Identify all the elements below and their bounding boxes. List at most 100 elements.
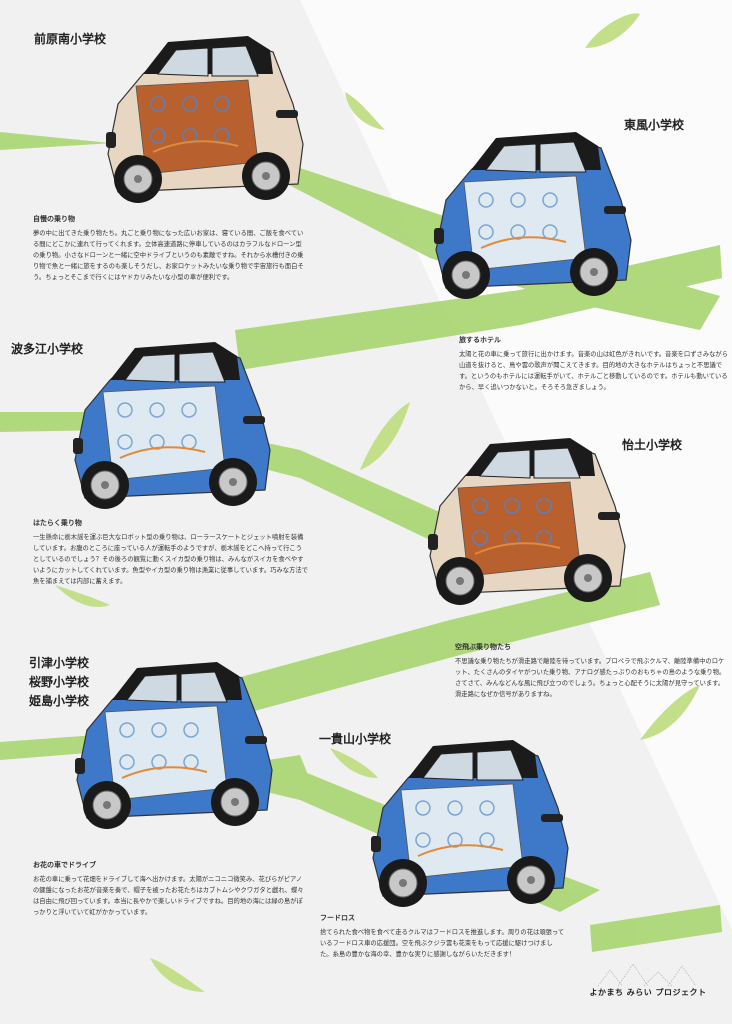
doodle	[119, 722, 135, 738]
wheel-hub	[527, 876, 535, 884]
car-window	[479, 449, 531, 479]
wheel-hub	[590, 268, 598, 276]
caption-title: お花の車でドライブ	[33, 861, 96, 869]
headlight	[243, 416, 265, 424]
logo-text: よかまち みらい プロジェクト	[589, 988, 707, 997]
caption-title: 旅するホテル	[459, 336, 501, 344]
headlight	[598, 512, 620, 520]
doodle	[417, 844, 504, 857]
doodle	[117, 434, 133, 450]
doodle	[504, 530, 520, 546]
doodle	[117, 402, 133, 418]
doodle	[479, 800, 495, 816]
door-artwork	[102, 385, 226, 481]
project-logo: よかまち みらい プロジェクト	[578, 958, 718, 1010]
car-illustration	[434, 132, 632, 299]
doodle	[542, 192, 558, 208]
doodle	[119, 446, 206, 459]
car-illustration	[371, 740, 569, 907]
wheel-hub	[229, 478, 237, 486]
doodle	[121, 766, 208, 779]
doodle	[150, 96, 166, 112]
doodle	[182, 96, 198, 112]
caption: 旅するホテル 太陽と花の車に乗って旅行に出かけます。音楽の山は虹色がきれいです。…	[459, 335, 729, 393]
school-name: 引津小学校 桜野小学校 姫島小学校	[29, 656, 90, 708]
doodle	[472, 498, 488, 514]
wheel-hub	[231, 798, 239, 806]
school-name: 怡土小学校	[622, 438, 683, 452]
wheel-hub	[456, 577, 464, 585]
doodle	[151, 754, 167, 770]
doodle	[152, 140, 239, 153]
leaf-icon	[640, 685, 700, 740]
leaf-icon	[150, 958, 205, 992]
car-illustration	[75, 662, 273, 829]
headlight	[604, 206, 626, 214]
doodle	[504, 498, 520, 514]
car-window	[211, 45, 259, 77]
caption: 空飛ぶ乗り物たち 不思議な乗り物たちが滑走路で離陸を待っています。プロペラで飛ぶ…	[455, 642, 727, 700]
caption: お花の車でドライブ お花の車に乗って花畑をドライブして海へ出かけます。太陽がニコ…	[33, 860, 308, 918]
wheel-hub	[399, 879, 407, 887]
wheel-hub	[101, 481, 109, 489]
leaves	[55, 13, 700, 992]
doodle	[149, 434, 165, 450]
car-window	[539, 141, 587, 173]
doodle	[447, 800, 463, 816]
taillight	[75, 758, 85, 774]
caption-text: お花の車に乗って花畑をドライブして海へ出かけます。太陽がニコニコ微笑み、花びらが…	[33, 876, 304, 916]
doodle	[536, 498, 552, 514]
taillight	[434, 228, 444, 244]
school-name: 東風小学校	[624, 118, 685, 132]
door-artwork	[457, 481, 581, 577]
caption-title: はたらく乗り物	[33, 519, 82, 527]
caption: フードロス 捨てられた食べ物を食べて走るクルマはフードロスを推進します。周りの花…	[320, 913, 565, 960]
doodle	[510, 224, 526, 240]
doodle	[510, 192, 526, 208]
school-name: 波多江小学校	[11, 342, 84, 356]
car-window	[178, 351, 226, 383]
door-artwork	[135, 79, 259, 175]
school-name: 前原南小学校	[34, 32, 107, 46]
doodle	[474, 542, 561, 555]
doodle	[149, 402, 165, 418]
car-illustration	[428, 438, 626, 605]
wheel-hub	[584, 574, 592, 582]
headlight	[245, 736, 267, 744]
doodle	[478, 192, 494, 208]
leaf-icon	[360, 402, 410, 470]
caption-text: 太陽と花の車に乗って旅行に出かけます。音楽の山は虹色がきれいです。音楽を口ずさみ…	[459, 351, 729, 391]
doodle	[472, 530, 488, 546]
doodle	[182, 128, 198, 144]
caption-title: 自慢の乗り物	[33, 215, 75, 223]
caption-text: 一生懸命に栃木謡を運ぶ巨大なロボット型の乗り物は、ローラースケートとジェット噴射…	[33, 534, 308, 585]
school-name: 一貴山小学校	[319, 732, 392, 746]
doodle	[415, 800, 431, 816]
leaf-icon	[330, 748, 378, 778]
leaf-icon	[585, 13, 640, 48]
car-window	[422, 751, 474, 781]
road-4	[230, 572, 660, 715]
taillight	[106, 132, 116, 148]
doodle	[415, 832, 431, 848]
car-window	[124, 353, 176, 383]
wheel-hub	[134, 175, 142, 183]
caption: 自慢の乗り物 夢の中に出てきた乗り物たち。丸ごと乗り物になった広いお家は、寝てい…	[33, 214, 308, 283]
door-artwork	[104, 705, 228, 801]
doodle	[181, 402, 197, 418]
logo-skyline-icon	[597, 963, 697, 987]
car-window	[180, 671, 228, 703]
taillight	[428, 534, 438, 550]
caption-text: 夢の中に出てきた乗り物たち。丸ごと乗り物になった広いお家は、寝ている間、ご飯を食…	[33, 230, 304, 281]
doodle	[478, 224, 494, 240]
car-window	[533, 447, 581, 479]
door-artwork	[463, 175, 587, 271]
car-window	[485, 143, 537, 173]
caption: はたらく乗り物 一生懸命に栃木謡を運ぶ巨大なロボット型の乗り物は、ローラースケー…	[33, 518, 308, 587]
wheel-hub	[462, 271, 470, 279]
car-illustration	[106, 36, 304, 203]
doodle	[150, 128, 166, 144]
doodle	[447, 832, 463, 848]
caption-text: 捨てられた食べ物を食べて走るクルマはフードロスを推進します。周りの花は頑張ってい…	[320, 929, 565, 958]
road-7	[590, 905, 722, 952]
